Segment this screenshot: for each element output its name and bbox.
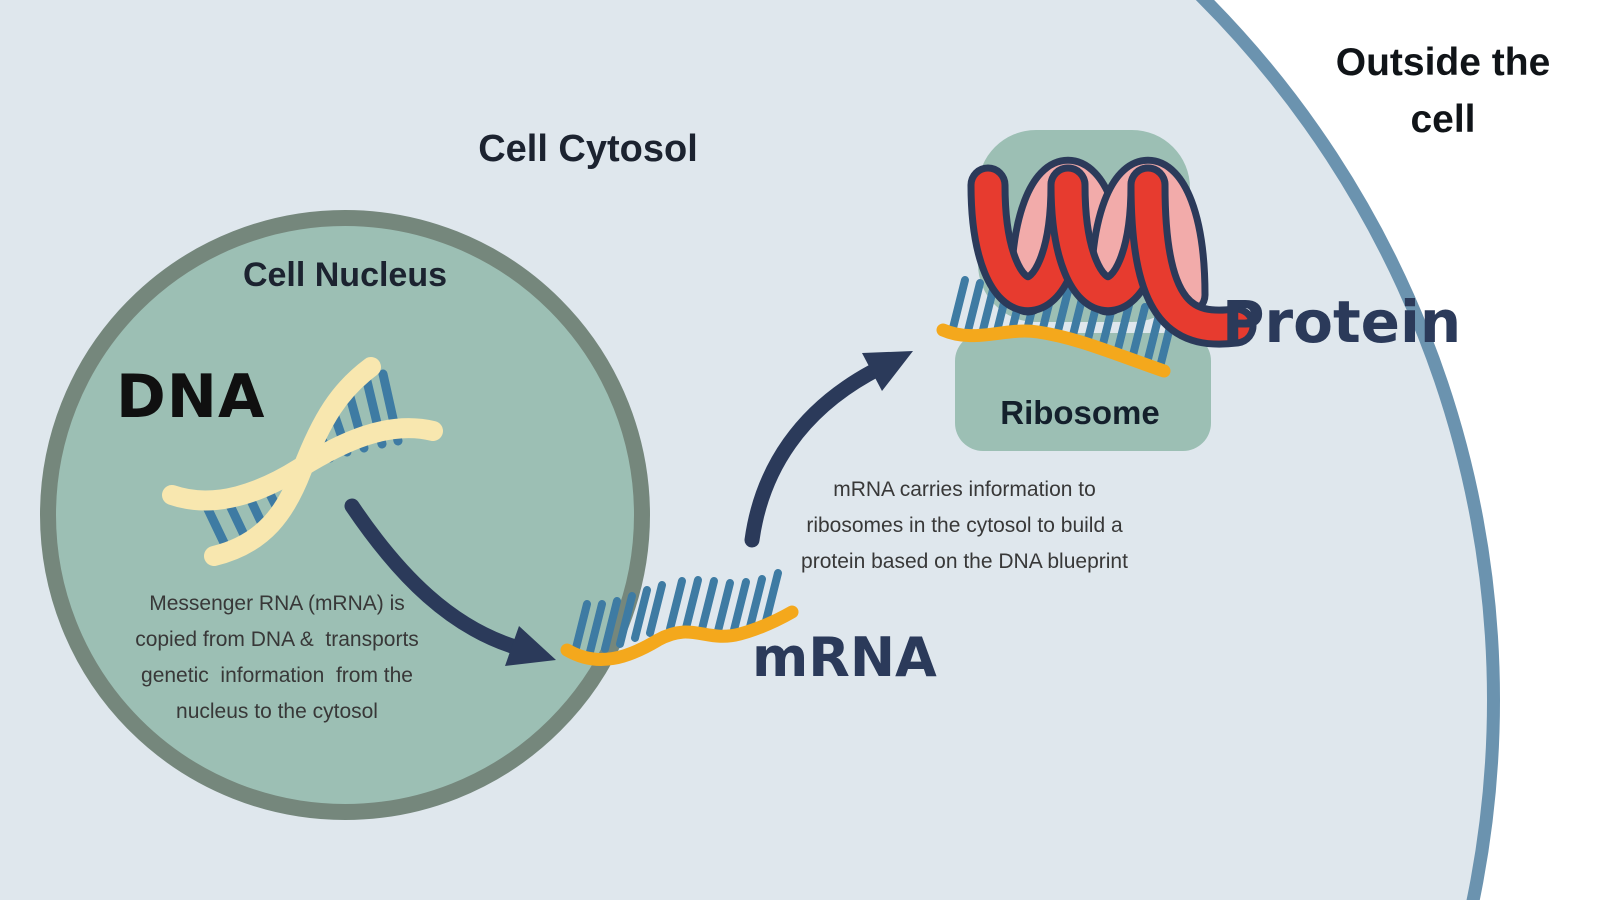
caption-line: protein based on the DNA blueprint [801,550,1128,573]
cytosol-caption: mRNA carries information to ribosomes in… [762,472,1167,580]
mrna-label: mRNA [752,626,937,689]
caption-line: ribosomes in the cytosol to build a [806,514,1123,537]
ribosome-label: Ribosome [1000,394,1160,431]
nucleus-caption: Messenger RNA (mRNA) is copied from DNA … [112,586,442,730]
cell-cytosol-label: Cell Cytosol [478,128,698,170]
protein-label: Protein [1222,288,1462,356]
cell-nucleus-label: Cell Nucleus [242,256,448,294]
outside-cell-line: Outside the [1335,41,1551,84]
dna-label: DNA [116,362,266,432]
caption-line: nucleus to the cytosol [176,700,378,723]
caption-line: copied from DNA & transports [135,628,419,651]
caption-line: mRNA carries information to [833,478,1096,501]
caption-line: genetic information from the [141,664,413,687]
outside-cell-line: cell [1410,98,1476,141]
outside-cell-label: Outside the cell [1318,34,1568,148]
caption-line: Messenger RNA (mRNA) is [149,592,405,615]
